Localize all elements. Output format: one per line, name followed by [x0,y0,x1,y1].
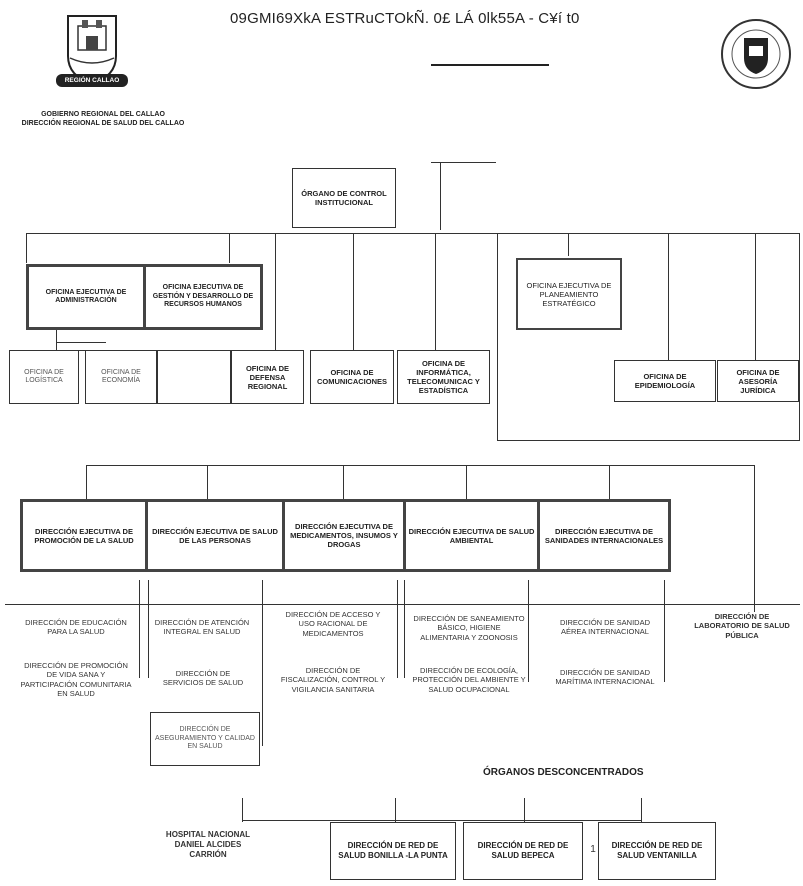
connector [609,465,610,499]
connector [397,580,398,678]
label-direccion-acceso-medicamentos: DIRECCIÓN DE ACCESO Y USO RACIONAL DE ME… [285,610,381,638]
page-title: 09GMI69XkA ESTRuCTOkÑ. 0£ LÁ 0lk55A - C¥… [230,10,580,27]
connector [56,330,57,350]
label-direccion-ecologia: DIRECCIÓN DE ECOLOGÍA, PROTECCIÓN DEL AM… [412,666,526,694]
connector [395,798,396,822]
connector [207,465,208,499]
connector [86,465,87,499]
connector [435,233,436,350]
box-red-bonilla-la-punta: DIRECCIÓN DE RED DE SALUD BONILLA -LA PU… [330,822,456,880]
label-direccion-saneamiento: DIRECCIÓN DE SANEAMIENTO BÁSICO, HIGIENE… [413,614,525,642]
title-underline [431,64,549,66]
box-empty [157,350,231,404]
box-red-ventanilla: DIRECCIÓN DE RED DE SALUD VENTANILLA [598,822,716,880]
section-organos-desconcentrados: ÓRGANOS DESCONCENTRADOS [483,767,644,778]
box-direccion-aseguramiento: DIRECCIÓN DE ASEGURAMIENTO Y CALIDAD EN … [150,712,260,766]
connector [26,233,800,234]
connector [242,820,642,821]
label-direccion-sanidad-aerea: DIRECCIÓN DE SANIDAD AÉREA INTERNACIONAL [559,618,650,637]
connector [568,233,569,256]
box-oficina-epidemiologia: OFICINA DE EPIDEMIOLOGÍA [614,360,716,402]
connector [5,604,800,605]
label-direccion-atencion-integral: DIRECCIÓN DE ATENCIÓN INTEGRAL EN SALUD [154,618,250,637]
connector [497,440,800,441]
connector [641,798,642,822]
connector [343,465,344,499]
connector [524,798,525,822]
box-oficina-ejecutiva-gestion-rrhh: OFICINA EJECUTIVA DE GESTIÓN Y DESARROLL… [143,264,263,330]
connector [262,580,263,746]
box-red-bepeca: DIRECCIÓN DE RED DE SALUD BEPECA [463,822,583,880]
gobierno-regional-logo: REGIÓN CALLAO [52,10,132,92]
connector [404,580,405,678]
connector [242,798,243,822]
connector [86,465,754,466]
connector [528,580,529,682]
stray-mark: 1 [590,844,596,855]
box-oficina-comunicaciones: OFICINA DE COMUNICACIONES [310,350,394,404]
box-direccion-ejecutiva-personas: DIRECCIÓN EJECUTIVA DE SALUD DE LAS PERS… [145,499,285,572]
connector [56,342,106,343]
box-direccion-ejecutiva-promocion: DIRECCIÓN EJECUTIVA DE PROMOCIÓN DE LA S… [20,499,148,572]
connector [466,465,467,499]
connector [440,162,441,230]
connector [799,233,800,440]
box-oficina-logistica: OFICINA DE LOGÍSTICA [9,350,79,404]
diresa-seal-logo [718,16,794,92]
box-organo-control-institucional: ÓRGANO DE CONTROL INSTITUCIONAL [292,168,396,228]
connector [754,465,755,612]
left-logo-label: REGIÓN CALLAO [64,77,120,84]
box-oficina-ejecutiva-planeamiento: OFICINA EJECUTIVA DE PLANEAMIENTO ESTRAT… [516,258,622,330]
label-direccion-sanidad-maritima: DIRECCIÓN DE SANIDAD MARÍTIMA INTERNACIO… [555,668,655,687]
connector [755,233,756,360]
label-direccion-fiscalizacion: DIRECCIÓN DE FISCALIZACIÓN, CONTROL Y VI… [280,666,386,694]
label-hospital-daniel-alcides-carrion: HOSPITAL NACIONAL DANIEL ALCIDES CARRIÓN [165,830,251,859]
connector [353,233,354,350]
connector [668,233,669,360]
box-oficina-informatica: OFICINA DE INFORMÁTICA, TELECOMUNICAC Y … [397,350,490,404]
connector [229,233,230,263]
label-direccion-laboratorio: DIRECCIÓN DE LABORATORIO DE SALUD PÚBLIC… [694,612,790,640]
box-direccion-ejecutiva-ambiental: DIRECCIÓN EJECUTIVA DE SALUD AMBIENTAL [403,499,540,572]
label-direccion-promocion-vida-sana: DIRECCIÓN DE PROMOCIÓN DE VIDA SANA Y PA… [20,661,132,699]
label-direccion-educacion: DIRECCIÓN DE EDUCACIÓN PARA LA SALUD [25,618,127,637]
label-direccion-servicios: DIRECCIÓN DE SERVICIOS DE SALUD [162,669,244,688]
connector [664,580,665,682]
connector [275,233,276,350]
box-direccion-ejecutiva-sanidades: DIRECCIÓN EJECUTIVA DE SANIDADES INTERNA… [537,499,671,572]
org-line-2: DIRECCIÓN REGIONAL DE SALUD DEL CALLAO [21,120,185,127]
box-oficina-economia: OFICINA DE ECONOMÍA [85,350,157,404]
box-oficina-ejecutiva-administracion: OFICINA EJECUTIVA DE ADMINISTRACIÓN [26,264,146,330]
box-oficina-defensa-regional: OFICINA DE DEFENSA REGIONAL [231,350,304,404]
connector [497,233,498,440]
connector [431,162,496,163]
box-direccion-ejecutiva-medicamentos: DIRECCIÓN EJECUTIVA DE MEDICAMENTOS, INS… [282,499,406,572]
connector [139,580,140,678]
connector [148,580,149,678]
connector [26,233,27,263]
org-line-1: GOBIERNO REGIONAL DEL CALLAO [41,111,165,118]
box-oficina-asesoria-juridica: OFICINA DE ASESORÍA JURÍDICA [717,360,799,402]
